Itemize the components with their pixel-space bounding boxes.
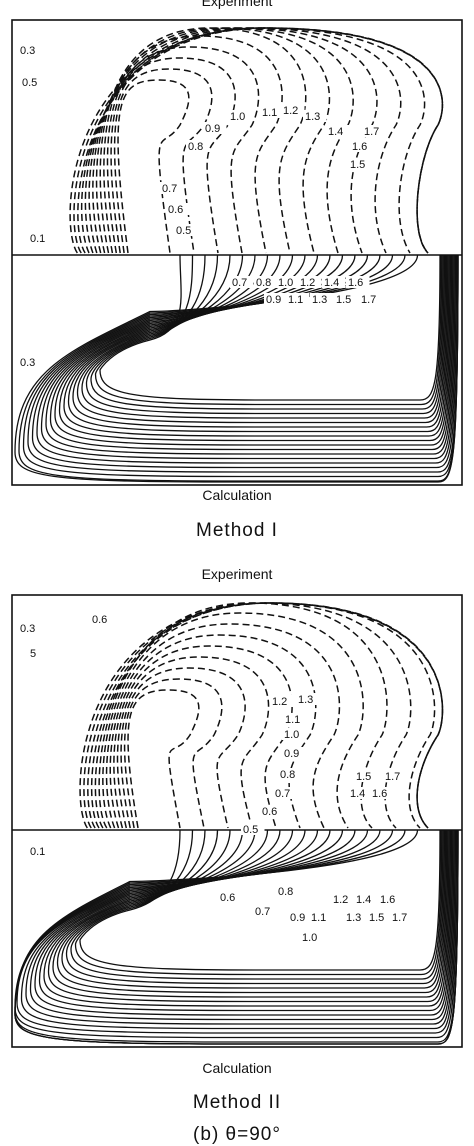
- panel1-experiment-label: Experiment: [201, 0, 273, 9]
- calculation-contour-line: [14, 254, 459, 483]
- experiment-contour-label: 0.5: [176, 225, 191, 237]
- experiment-contour-label: 0.7: [275, 788, 290, 800]
- panel2-experiment-label: Experiment: [201, 566, 273, 582]
- plot-frame: [11, 19, 463, 486]
- experiment-contour-label: 1.1: [262, 107, 277, 119]
- experiment-contour-label: 0.9: [284, 748, 299, 760]
- experiment-contour-line: [105, 623, 341, 829]
- panel1-calculation-label: Calculation: [202, 487, 272, 503]
- experiment-contour-label: 0.7: [162, 183, 177, 195]
- experiment-contour-line: [90, 602, 436, 829]
- experiment-contour-line: [123, 678, 223, 829]
- experiment-contour-line: [116, 656, 270, 829]
- experiment-contour-label: 0.6: [262, 806, 277, 818]
- calculation-contour-label: 0.8: [278, 886, 293, 898]
- calculation-contour-label: 1.0: [302, 932, 317, 944]
- experiment-contour-label: 0.6: [92, 614, 107, 626]
- plot-frame: [11, 594, 463, 1048]
- calculation-contour-label: 1.7: [392, 912, 407, 924]
- calculation-contour-label: 1.3: [312, 294, 327, 306]
- calculation-contour-line: [14, 829, 459, 1045]
- experiment-contour-line: [88, 27, 378, 254]
- experiment-contour-label: 0.3: [20, 45, 35, 57]
- experiment-contour-label: 1.5: [356, 771, 371, 783]
- experiment-contour-line: [79, 602, 444, 829]
- calculation-contour-label: 1.7: [361, 294, 376, 306]
- calculation-contour-label: 1.4: [356, 894, 371, 906]
- footer-caption: (b) θ=90°: [193, 1124, 281, 1145]
- experiment-contour-line: [98, 602, 388, 829]
- experiment-contour-line: [120, 667, 246, 829]
- calculation-contour-label: 1.4: [324, 277, 339, 289]
- experiment-contour-label: 0.8: [188, 141, 203, 153]
- experiment-contour-label: 0.1: [30, 233, 45, 245]
- calculation-contour-label: 0.3: [20, 357, 35, 369]
- calculation-contour-label: 1.2: [300, 277, 315, 289]
- experiment-contour-line: [117, 79, 190, 254]
- experiment-contour-label: 1.0: [284, 729, 299, 741]
- panel1-method-title: Method I: [196, 520, 278, 541]
- experiment-contour-label: 1.1: [285, 714, 300, 726]
- experiment-contour-label: 1.7: [364, 126, 379, 138]
- panel2-calculation-label: Calculation: [202, 1060, 272, 1076]
- calculation-contour-label: 1.1: [288, 294, 303, 306]
- experiment-contour-label: 1.6: [372, 788, 387, 800]
- experiment-contour-label: 1.4: [328, 126, 343, 138]
- calculation-contour-label: 0.6: [220, 892, 235, 904]
- experiment-contour-line: [113, 645, 293, 829]
- experiment-contour-label: 1.2: [272, 696, 287, 708]
- experiment-contour-label: 0.5: [22, 77, 37, 89]
- calculation-contour-label: 0.9: [266, 294, 281, 306]
- calculation-contour-label: 1.3: [346, 912, 361, 924]
- experiment-contour-line: [84, 27, 402, 254]
- experiment-contour-label: 5: [30, 648, 36, 660]
- experiment-contour-label: 1.5: [350, 159, 365, 171]
- experiment-contour-label: 0.5: [243, 824, 258, 836]
- calculation-contour-label: 0.7: [232, 277, 247, 289]
- calculation-contour-label: 0.9: [290, 912, 305, 924]
- experiment-contour-label: 0.3: [20, 623, 35, 635]
- experiment-contour-line: [95, 27, 331, 254]
- calculation-contour-label: 1.1: [311, 912, 326, 924]
- calculation-contour-label: 1.5: [369, 912, 384, 924]
- panel2-method-title: Method II: [192, 1092, 282, 1113]
- experiment-contour-label: 0.8: [280, 769, 295, 781]
- experiment-contour-line: [102, 612, 364, 829]
- experiment-contour-label: 1.4: [350, 788, 365, 800]
- calculation-contour-label: 1.2: [333, 894, 348, 906]
- experiment-contour-label: 1.0: [230, 111, 245, 123]
- panel1-contour-plot: 0.3 0.5 1.0 1.1 1.2 1.3 0.9 1.4 1.7 0.8 1.6 1.5 0.7 0…: [11, 19, 463, 486]
- calculation-contour-label: 1.6: [380, 894, 395, 906]
- experiment-contour-label: 0.6: [168, 204, 183, 216]
- calculation-contour-label: 1.6: [348, 277, 363, 289]
- experiment-contour-label: 1.7: [385, 771, 400, 783]
- calculation-contour-label: 1.0: [278, 277, 293, 289]
- experiment-contour-line: [103, 35, 283, 254]
- experiment-contour-label: 1.6: [352, 141, 367, 153]
- calculation-contour-label: 0.7: [255, 906, 270, 918]
- experiment-contour-line: [80, 27, 426, 254]
- experiment-contour-line: [106, 46, 260, 254]
- experiment-contour-line: [69, 27, 444, 254]
- experiment-contour-line: [109, 634, 317, 829]
- experiment-contour-label: 0.1: [30, 846, 45, 858]
- experiment-contour-line: [83, 602, 444, 829]
- experiment-contour-label: 1.2: [283, 105, 298, 117]
- experiment-contour-line: [92, 27, 354, 254]
- calculation-contour-label: 0.8: [256, 277, 271, 289]
- panel2-contour-plot: 0.3 0.6 5 1.2 1.3 1.1 1.0 0.9 0.8 1.5 1.7 0.7 1.4 1.6…: [11, 594, 463, 1048]
- calculation-contour-label: 1.5: [336, 294, 351, 306]
- experiment-contour-label: 1.3: [305, 111, 320, 123]
- experiment-contour-line: [113, 68, 213, 254]
- experiment-contour-line: [110, 57, 236, 254]
- experiment-contour-label: 1.3: [298, 694, 313, 706]
- experiment-contour-label: 0.9: [205, 123, 220, 135]
- experiment-contour-line: [127, 689, 200, 829]
- experiment-contour-line: [99, 27, 307, 254]
- experiment-contour-line: [73, 27, 444, 254]
